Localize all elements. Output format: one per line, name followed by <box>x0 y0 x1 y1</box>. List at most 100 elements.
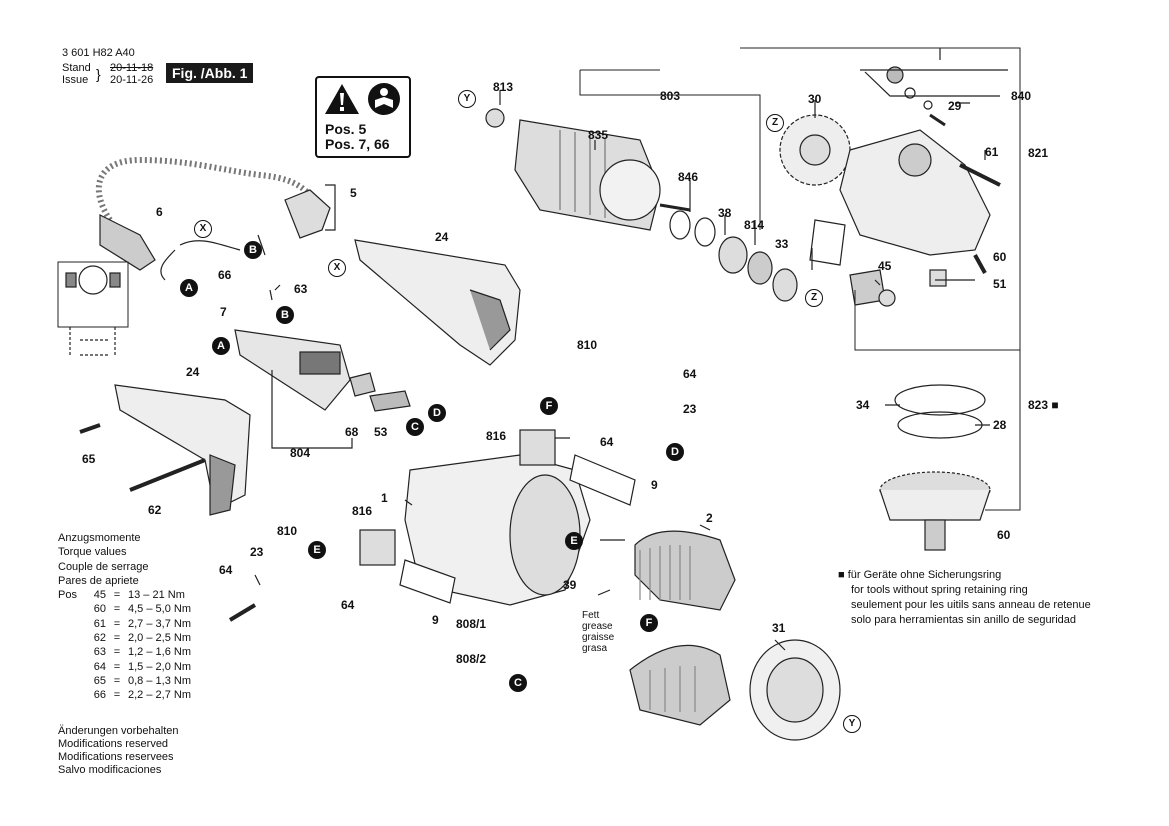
connector-b-1: B <box>244 241 262 259</box>
label-846: 846 <box>678 170 699 184</box>
screw-62 <box>129 458 206 492</box>
torque-pos: 45 <box>93 589 106 602</box>
torque-title-en: Torque values <box>58 546 127 559</box>
grease-de: Fett <box>582 610 600 621</box>
torque-eq: = <box>113 660 121 673</box>
ref-z-2: Z <box>805 289 823 307</box>
torque-pos: 61 <box>93 617 106 630</box>
label-7: 7 <box>220 305 227 319</box>
label-53: 53 <box>374 425 388 439</box>
label-66: 66 <box>218 268 232 282</box>
torque-pos-label: Pos <box>58 589 77 602</box>
label-835: 835 <box>588 128 609 142</box>
torque-row: 66=2,2 – 2,7 Nm <box>58 688 208 702</box>
label-816b: 816 <box>352 504 373 518</box>
torque-title-fr: Couple de serrage <box>58 560 149 573</box>
warning-line-1: Pos. 5 <box>325 121 367 137</box>
label-63: 63 <box>294 282 308 296</box>
issue-date: 20-11-26 <box>110 74 154 86</box>
torque-row: 61=2,7 – 3,7 Nm <box>58 617 208 631</box>
torque-row: 62=2,0 – 2,5 Nm <box>58 631 208 645</box>
mod-fr: Modifications reservees <box>58 751 174 763</box>
handle-top <box>354 239 521 366</box>
label-24b: 24 <box>186 365 200 379</box>
label-821: 821 <box>1028 146 1049 160</box>
label-808-2: 808/2 <box>456 652 487 666</box>
torque-row: 60 = 4,5 – 5,0 Nm <box>58 602 208 616</box>
label-808-1: 808/1 <box>456 617 487 631</box>
connector-d-2: D <box>666 443 684 461</box>
brake-pad <box>809 219 846 266</box>
bearing-813 <box>485 108 505 128</box>
label-804: 804 <box>290 446 311 460</box>
seal-33 <box>772 268 798 302</box>
label-62: 62 <box>148 503 162 517</box>
connector-a-1: A <box>180 279 198 297</box>
cord-plug <box>284 189 331 239</box>
label-5: 5 <box>350 186 357 200</box>
connector-c-2: C <box>509 674 527 692</box>
label-64d: 64 <box>341 598 355 612</box>
torque-pos: 65 <box>93 674 106 687</box>
wiring-schematic <box>57 261 129 328</box>
label-65: 65 <box>82 452 96 466</box>
torque-value: 2,0 – 2,5 Nm <box>128 632 191 645</box>
torque-row: 65=0,8 – 1,3 Nm <box>58 674 208 688</box>
label-38: 38 <box>718 206 732 220</box>
connector-f-1: F <box>540 397 558 415</box>
torque-value: 2,7 – 3,7 Nm <box>128 617 191 630</box>
label-9a: 9 <box>651 478 658 492</box>
connector-b-2: B <box>276 306 294 324</box>
label-68: 68 <box>345 425 359 439</box>
torque-row: 63=1,2 – 1,6 Nm <box>58 645 208 659</box>
label-28: 28 <box>993 418 1007 432</box>
gear-housing <box>839 129 991 256</box>
label-1: 1 <box>381 491 388 505</box>
torque-title-de: Anzugsmomente <box>58 532 141 544</box>
torque-value: 1,2 – 1,6 Nm <box>128 646 191 659</box>
label-60a: 60 <box>993 250 1007 264</box>
screw-60 <box>973 254 987 274</box>
label-64a: 64 <box>683 367 697 381</box>
footnote-line-2: for tools without spring retaining ring <box>851 584 1028 596</box>
footnote-line-3: seulement pour les uitils sans anneau de… <box>851 599 1091 611</box>
connector-c-1: C <box>406 418 424 436</box>
torque-title-es: Pares de apriete <box>58 574 139 587</box>
footnote-marker-2: ■ <box>838 569 845 581</box>
torque-eq: = <box>113 603 121 616</box>
grease-fr: graisse <box>582 632 615 643</box>
warning-line-2: Pos. 7, 66 <box>325 136 390 152</box>
label-39: 39 <box>563 578 577 592</box>
cord-strain-relief <box>99 214 156 271</box>
label-29: 29 <box>948 99 962 113</box>
mod-de: Änderungen vorbehalten <box>58 725 179 737</box>
label-60b: 60 <box>997 528 1011 542</box>
label-23a: 23 <box>683 402 697 416</box>
mod-en: Modifications reserved <box>58 738 169 750</box>
washer-38 <box>694 217 716 247</box>
stand-date: 20-11-18 <box>110 62 154 74</box>
label-51: 51 <box>993 277 1007 291</box>
torque-value: 13 – 21 Nm <box>128 589 185 602</box>
torque-value: 1,5 – 2,0 Nm <box>128 660 191 673</box>
brush-holder-2 <box>359 529 396 566</box>
grease-en: grease <box>582 621 613 632</box>
warning-box: Pos. 5 Pos. 7, 66 <box>315 76 411 158</box>
label-61: 61 <box>985 145 999 159</box>
label-9b: 9 <box>432 613 439 627</box>
grease-note: Fett grease graisse grasa <box>582 610 614 654</box>
torque-pos: 64 <box>93 660 106 673</box>
brush-holder <box>519 429 556 466</box>
label-23b: 23 <box>250 545 264 559</box>
label-33: 33 <box>775 237 789 251</box>
torque-value: 4,5 – 5,0 Nm <box>128 603 191 616</box>
torque-pos: 63 <box>93 646 106 659</box>
retaining-ring-34 <box>894 384 986 416</box>
label-816a: 816 <box>486 429 507 443</box>
label-24a: 24 <box>435 230 449 244</box>
torque-eq: = <box>113 632 121 645</box>
torque-pos: 60 <box>93 603 106 616</box>
switch-assembly <box>234 329 351 411</box>
label-64b: 64 <box>600 435 614 449</box>
connector-e-2: E <box>308 541 326 559</box>
